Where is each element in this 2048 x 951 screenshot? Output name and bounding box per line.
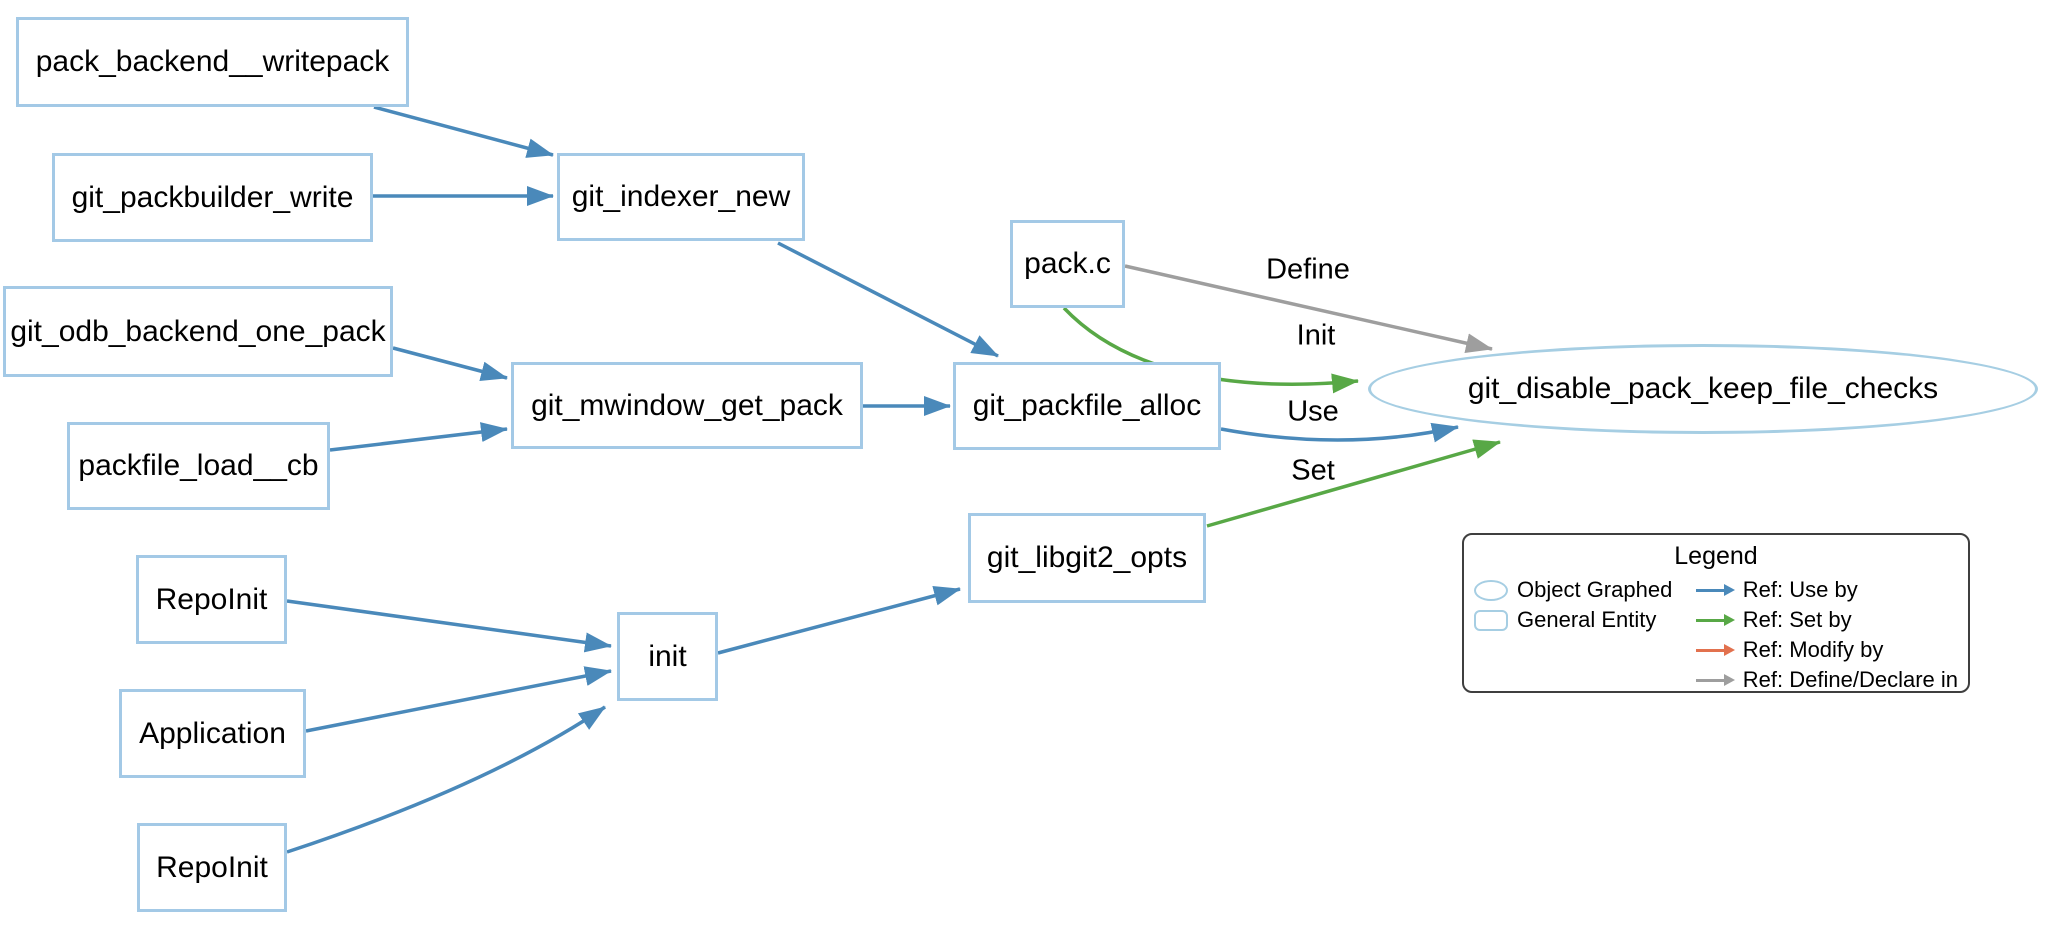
edge-label-set: Set <box>1291 454 1335 487</box>
legend-item-label: Ref: Set by <box>1742 607 1852 632</box>
node-git-indexer-new[interactable]: git_indexer_new <box>557 153 805 241</box>
legend-item-label: Ref: Use by <box>1742 577 1858 602</box>
legend-item-label: Object Graphed <box>1517 577 1673 602</box>
node-repoinit-1[interactable]: RepoInit <box>136 555 287 644</box>
edge-label-init: Init <box>1296 319 1336 352</box>
legend-item-ref-use-by: Ref: Use by <box>1695 575 1958 605</box>
legend-item-general-entity: General Entity <box>1474 605 1696 635</box>
edge-git-indexer-new-to-git-packfile-alloc <box>777 241 999 358</box>
set-by-arrow-icon <box>1695 614 1735 626</box>
legend-item-label: General Entity <box>1517 607 1657 632</box>
legend-item-ref-define-declare-in: Ref: Define/Declare in <box>1695 665 1958 695</box>
node-init[interactable]: init <box>617 612 718 701</box>
node-git-mwindow-get-pack[interactable]: git_mwindow_get_pack <box>511 362 863 449</box>
object-graphed-ellipse-icon <box>1474 579 1508 601</box>
node-pack-c[interactable]: pack.c <box>1010 220 1125 308</box>
edge-label-use: Use <box>1287 395 1339 428</box>
node-pack-backend-writepack[interactable]: pack_backend__writepack <box>16 17 409 107</box>
legend: Legend Object Graphed General Entity Ref… <box>1462 533 1970 693</box>
legend-item-label: Ref: Define/Declare in <box>1742 667 1958 692</box>
edge-set-git-libgit2-opts-to-ellipse <box>1206 439 1501 528</box>
legend-item-ref-set-by: Ref: Set by <box>1695 605 1958 635</box>
node-git-disable-pack-keep-file-checks[interactable]: git_disable_pack_keep_file_checks <box>1368 344 2038 434</box>
node-application[interactable]: Application <box>119 689 306 778</box>
legend-item-label: Ref: Modify by <box>1742 637 1884 662</box>
node-packfile-load-cb[interactable]: packfile_load__cb <box>67 422 330 510</box>
edge-git-odb-backend-one-pack-to-git-mwindow-get-pack <box>392 346 508 382</box>
node-repoinit-2[interactable]: RepoInit <box>137 823 287 912</box>
edge-pack-backend-writepack-to-git-indexer-new <box>373 105 554 158</box>
define-declare-in-arrow-icon <box>1695 674 1735 686</box>
edge-repoinit-1-to-init <box>286 599 612 653</box>
edge-use-git-packfile-alloc-to-ellipse <box>1220 422 1459 443</box>
edge-packfile-load-cb-to-git-mwindow-get-pack <box>329 422 508 452</box>
node-git-libgit2-opts[interactable]: git_libgit2_opts <box>968 513 1206 603</box>
modify-by-arrow-icon <box>1695 644 1735 656</box>
legend-title: Legend <box>1674 542 1758 570</box>
node-git-packfile-alloc[interactable]: git_packfile_alloc <box>953 362 1221 450</box>
edge-init-to-git-libgit2-opts <box>717 585 961 655</box>
legend-item-object-graphed: Object Graphed <box>1474 575 1696 605</box>
legend-item-ref-modify-by: Ref: Modify by <box>1695 635 1958 665</box>
edge-repoinit-2-to-init <box>286 705 606 854</box>
edge-label-define: Define <box>1266 253 1350 286</box>
general-entity-box-icon <box>1474 609 1508 631</box>
use-by-arrow-icon <box>1695 584 1735 596</box>
node-git-packbuilder-write[interactable]: git_packbuilder_write <box>52 153 373 242</box>
node-git-odb-backend-one-pack[interactable]: git_odb_backend_one_pack <box>3 286 393 377</box>
edge-define-pack-c-to-ellipse <box>1124 264 1493 354</box>
edge-application-to-init <box>305 666 612 733</box>
